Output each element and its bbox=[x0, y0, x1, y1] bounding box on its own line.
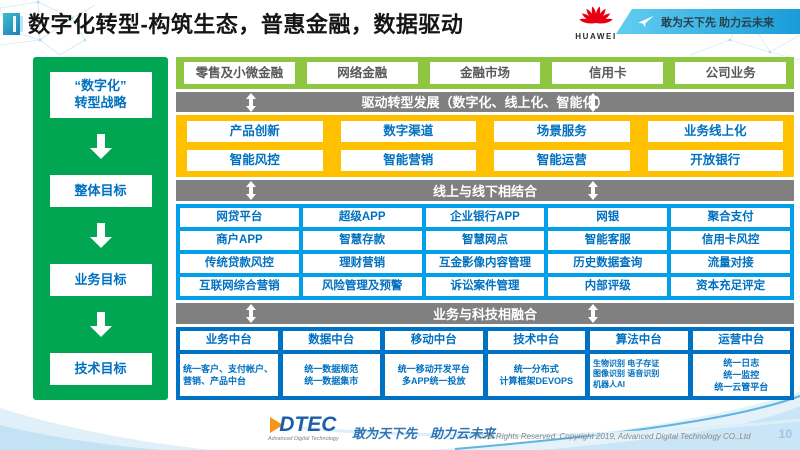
capability-cell: 智能营销 bbox=[340, 150, 476, 172]
platform-title: 技术中台 bbox=[487, 330, 585, 350]
channel-cell: 网银 bbox=[548, 207, 668, 227]
footer-slogan: 敢为天下先 助力云未来 bbox=[352, 426, 496, 441]
channel-cell: 内部评级 bbox=[548, 276, 668, 296]
platform-column-algorithm: 算法中台 生物识别 电子存证 图像识别 语音识别 机器人AI bbox=[590, 330, 688, 396]
ribbon-slogan: 敢为天下先 助力云未来 bbox=[661, 16, 775, 29]
platform-column-data: 数据中台 统一数据规范 统一数据集市 bbox=[282, 330, 380, 396]
business-line-cell: 金融市场 bbox=[429, 61, 541, 84]
page-number: 10 bbox=[778, 427, 792, 441]
channel-cell: 信用卡风控 bbox=[671, 230, 790, 250]
business-line-cell: 公司业务 bbox=[675, 61, 786, 84]
up-down-arrow-icon bbox=[588, 92, 598, 112]
platform-column-operation: 运营中台 统一日志 统一监控 统一云管平台 bbox=[692, 330, 790, 396]
platform-title: 业务中台 bbox=[180, 330, 278, 350]
platform-detail: 生物识别 电子存证 图像识别 语音识别 机器人AI bbox=[590, 353, 688, 396]
business-lines-row: 零售及小微金融 网络金融 金融市场 信用卡 公司业务 bbox=[176, 57, 794, 89]
banner-tech-fusion: 业务与科技相融合 bbox=[176, 302, 794, 324]
banner-drive-transformation: 驱动转型发展（数字化、线上化、智能化） bbox=[176, 91, 794, 113]
channel-cell: 超级APP bbox=[302, 207, 422, 227]
strategy-step-overall-goal: 整体目标 bbox=[49, 175, 152, 207]
up-down-arrow-icon bbox=[246, 92, 256, 112]
title-marker-icon bbox=[3, 13, 23, 35]
banner-label: 业务与科技相融合 bbox=[432, 306, 537, 322]
huawei-wordmark: HUAWEI bbox=[575, 32, 617, 41]
channel-cell: 互联网综合营销 bbox=[180, 276, 299, 296]
strategy-step-digital-strategy: “数字化” 转型战略 bbox=[49, 72, 152, 118]
paper-plane-icon bbox=[638, 15, 654, 27]
channel-cell: 聚合支付 bbox=[671, 207, 790, 227]
dtec-subtitle: Advanced Digital Technology bbox=[268, 436, 339, 442]
banner-online-offline: 线上与线下相结合 bbox=[176, 180, 794, 201]
channel-cell: 历史数据查询 bbox=[548, 253, 668, 273]
platform-column-mobile: 移动中台 统一移动开发平台 多APP统一投放 bbox=[385, 330, 483, 396]
channel-cell: 网贷平台 bbox=[180, 207, 299, 227]
platforms-section: 业务中台 统一客户、支付帐户、营销、产品中台 数据中台 统一数据规范 统一数据集… bbox=[176, 326, 794, 400]
capability-cell: 智能风控 bbox=[187, 150, 323, 172]
arrow-down-icon bbox=[89, 134, 112, 159]
up-down-arrow-icon bbox=[588, 303, 598, 323]
channel-cell: 资本充足评定 bbox=[671, 276, 790, 296]
dtec-wordmark: DTEC bbox=[279, 413, 337, 436]
copyright-text: © All Rights Reserved. Copyright 2019, A… bbox=[477, 432, 751, 441]
ribbon-banner: 敢为天下先 助力云未来 bbox=[616, 9, 800, 34]
capability-cell: 场景服务 bbox=[494, 121, 630, 143]
platform-title: 算法中台 bbox=[590, 330, 688, 350]
capability-cell: 数字渠道 bbox=[340, 121, 476, 143]
platform-detail: 统一数据规范 统一数据集市 bbox=[282, 353, 380, 396]
platform-title: 数据中台 bbox=[282, 330, 380, 350]
capability-cell: 业务线上化 bbox=[647, 121, 783, 143]
channel-cell: 传统贷款风控 bbox=[180, 253, 299, 273]
capability-cell: 产品创新 bbox=[187, 121, 323, 143]
capabilities-section: 产品创新 数字渠道 场景服务 业务线上化 智能风控 智能营销 智能运营 开放银行 bbox=[176, 115, 794, 178]
up-down-arrow-icon bbox=[246, 303, 256, 323]
platform-detail: 统一分布式 计算框架DEVOPS bbox=[487, 353, 585, 396]
page-title: 数字化转型-构筑生态，普惠金融，数据驱动 bbox=[28, 12, 464, 37]
strategy-panel: “数字化” 转型战略 整体目标 业务目标 技术目标 bbox=[33, 57, 168, 400]
business-line-cell: 信用卡 bbox=[552, 61, 664, 84]
business-line-cell: 网络金融 bbox=[306, 61, 418, 84]
platform-title: 移动中台 bbox=[385, 330, 483, 350]
channel-cell: 智能客服 bbox=[548, 230, 668, 250]
platform-detail: 统一日志 统一监控 统一云管平台 bbox=[692, 353, 790, 396]
strategy-step-tech-goal: 技术目标 bbox=[49, 353, 152, 385]
arrow-down-icon bbox=[89, 223, 112, 248]
up-down-arrow-icon bbox=[246, 181, 256, 201]
platform-detail: 统一客户、支付帐户、营销、产品中台 bbox=[180, 353, 278, 396]
channel-cell: 理财营销 bbox=[302, 253, 422, 273]
dtec-logo: DTEC Advanced Digital Technology bbox=[268, 414, 339, 442]
banner-label: 线上与线下相结合 bbox=[432, 184, 537, 200]
strategy-step-business-goal: 业务目标 bbox=[49, 264, 152, 296]
arrow-down-icon bbox=[89, 312, 112, 337]
capability-cell: 开放银行 bbox=[647, 150, 783, 172]
huawei-logo: HUAWEI bbox=[570, 3, 622, 41]
business-line-cell: 零售及小微金融 bbox=[184, 61, 295, 84]
channel-cell: 风险管理及预警 bbox=[302, 276, 422, 296]
platform-detail: 统一移动开发平台 多APP统一投放 bbox=[385, 353, 483, 396]
platform-title: 运营中台 bbox=[692, 330, 790, 350]
capability-cell: 智能运营 bbox=[494, 150, 630, 172]
platform-column-business: 业务中台 统一客户、支付帐户、营销、产品中台 bbox=[180, 330, 278, 396]
channel-cell: 流量对接 bbox=[671, 253, 790, 273]
channel-cell: 商户APP bbox=[180, 230, 299, 250]
channels-grid: 网贷平台 超级APP 企业银行APP 网银 聚合支付 商户APP 智慧存款 智慧… bbox=[176, 203, 794, 300]
platform-column-tech: 技术中台 统一分布式 计算框架DEVOPS bbox=[487, 330, 585, 396]
huawei-flower-icon bbox=[579, 6, 613, 24]
channel-cell: 诉讼案件管理 bbox=[425, 276, 545, 296]
banner-label: 驱动转型发展（数字化、线上化、智能化） bbox=[361, 95, 609, 111]
channel-cell: 智慧存款 bbox=[302, 230, 422, 250]
channel-cell: 企业银行APP bbox=[425, 207, 545, 227]
main-diagram: 零售及小微金融 网络金融 金融市场 信用卡 公司业务 驱动转型发展（数字化、线上… bbox=[176, 57, 794, 400]
channel-cell: 互金影像内容管理 bbox=[425, 253, 545, 273]
up-down-arrow-icon bbox=[588, 181, 598, 201]
channel-cell: 智慧网点 bbox=[425, 230, 545, 250]
dtec-arrow-icon bbox=[270, 416, 284, 433]
